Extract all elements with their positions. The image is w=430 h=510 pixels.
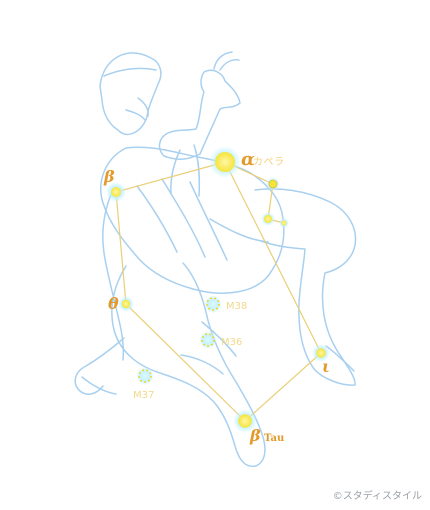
labels: α カペラ β θ ι β Tau M38 M36 M37	[103, 149, 330, 445]
star-epsilon	[266, 177, 280, 191]
label-m37: M37	[133, 390, 154, 401]
star-beta-tau	[233, 409, 257, 433]
line-betatau-iota	[244, 352, 322, 422]
star-zeta	[261, 212, 275, 226]
label-iota-symbol: ι	[322, 357, 330, 376]
whip-lash	[81, 376, 117, 395]
head-outline	[99, 52, 162, 136]
label-beta-tau-symbol: β	[249, 426, 261, 445]
cluster-m38	[204, 295, 222, 313]
line-theta-betatau	[125, 303, 246, 422]
stars	[106, 146, 330, 433]
goat-horns	[213, 51, 240, 71]
star-alpha	[209, 146, 241, 178]
goat-outline	[158, 69, 241, 160]
copyright-text: ©スタディスタイル	[332, 491, 422, 502]
star-iota	[312, 344, 330, 362]
face-details	[125, 97, 149, 121]
torso-outline	[100, 146, 285, 294]
line-beta-theta	[115, 191, 127, 305]
label-alpha-symbol: α	[241, 149, 255, 170]
cluster-m37	[136, 367, 154, 385]
hat-brim	[103, 67, 157, 77]
line-iota-alpha	[224, 161, 322, 354]
label-m36: M36	[221, 337, 242, 348]
label-theta-symbol: θ	[108, 294, 119, 313]
figure-outline	[74, 51, 357, 468]
right-boot	[325, 345, 355, 372]
cluster-m36	[199, 331, 217, 349]
whip-handle	[74, 337, 125, 395]
label-m38: M38	[226, 301, 247, 312]
label-beta-symbol: β	[103, 167, 115, 186]
star-beta	[106, 182, 126, 202]
star-eta	[279, 218, 289, 228]
lower-robe-outline	[111, 262, 266, 468]
label-beta-tau-name: Tau	[264, 433, 284, 444]
clusters	[136, 295, 222, 385]
star-theta	[118, 296, 134, 312]
torso-folds	[136, 178, 269, 261]
robe-hem	[180, 321, 237, 375]
label-alpha-name: カペラ	[253, 156, 285, 168]
line-alpha-beta	[115, 161, 226, 193]
right-leg-outline	[254, 188, 357, 386]
